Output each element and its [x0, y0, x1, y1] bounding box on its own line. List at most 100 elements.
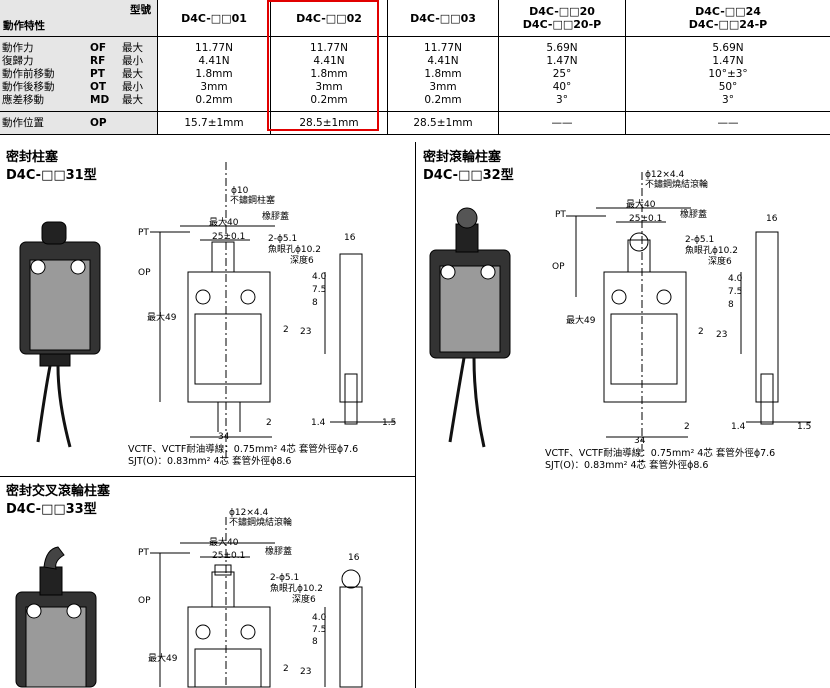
section-title-33: 密封交叉滾輪柱塞 [6, 484, 111, 499]
foot-label: 動作位置 OP [0, 111, 158, 135]
col-header-20: D4C-□□20 D4C-□□20-P [498, 0, 626, 37]
d16-33: 16 [348, 553, 360, 563]
op-33: OP [138, 596, 151, 606]
hole3-33: 深度6 [292, 595, 316, 605]
max49-31: 最大49 [147, 313, 177, 323]
rod-dim-31: ϕ10 [231, 186, 249, 196]
row-code: RF [90, 54, 106, 67]
d2-32: 2 [684, 422, 690, 432]
section-title-32: 密封滾輪柱塞 [423, 150, 502, 165]
values-02: 11.77N 4.41N 1.8mm 3mm 0.2mm [270, 36, 388, 112]
values-24: 5.69N 1.47N 10°±3° 50° 3° [625, 36, 830, 112]
section-model-33: D4C-□□33型 [6, 502, 97, 517]
roll-material-32: 不鏽鋼燒結滾輪 [645, 180, 709, 190]
row-name: 復歸力 [2, 54, 34, 67]
row-name: 動作前移動 [2, 67, 55, 80]
v23-31: 23 [300, 327, 312, 337]
row-limit: 最小 [122, 54, 143, 67]
row-name: 應差移動 [2, 93, 44, 106]
hole1-31: 2-ϕ5.1 [268, 234, 298, 244]
v23-32: 23 [716, 330, 728, 340]
row-limit: 最小 [122, 80, 143, 93]
v40-32: 4.0 [728, 274, 743, 284]
v75-33: 7.5 [312, 625, 327, 635]
section-model-32: D4C-□□32型 [423, 168, 514, 183]
d34-32: 34 [634, 436, 646, 446]
row-code: OF [90, 41, 107, 54]
row-code: OP [90, 116, 107, 129]
op-03: 28.5±1mm [387, 111, 499, 135]
section-title-31: 密封柱塞 [6, 150, 59, 165]
row-code: MD [90, 93, 110, 106]
pt-31: PT [138, 228, 149, 238]
hole3-31: 深度6 [290, 256, 314, 266]
rubber-31: 橡膠蓋 [262, 212, 290, 222]
values-20: 5.69N 1.47N 25° 40° 3° [498, 36, 626, 112]
d2-31: 2 [266, 418, 272, 428]
rod-material-31: 不鏽鋼柱塞 [230, 196, 276, 206]
v75-31: 7.5 [312, 285, 327, 295]
pt-33: PT [138, 548, 149, 558]
v2-32: 2 [698, 327, 704, 337]
v2-31: 2 [283, 325, 289, 335]
d14-31: 1.4 [311, 418, 326, 428]
hole3-32: 深度6 [708, 257, 732, 267]
v40-31: 4.0 [312, 272, 327, 282]
roll-dim-32: ϕ12×4.4 [645, 170, 685, 180]
max40-33: 最大40 [209, 538, 239, 548]
highlight-box [267, 0, 379, 131]
d15-31: 1.5 [382, 418, 397, 428]
v23-33: 23 [300, 667, 312, 677]
section-model-31: D4C-□□31型 [6, 168, 97, 183]
d16-31: 16 [344, 233, 356, 243]
v40-33: 4.0 [312, 613, 327, 623]
d25-33: 25±0.1 [212, 551, 246, 561]
d15-32: 1.5 [797, 422, 812, 432]
type-label: 型號 [130, 4, 151, 16]
op-20: —— [498, 111, 626, 135]
roll-material-33: 不鏽鋼燒結滾輪 [229, 518, 293, 528]
cable-note-31-l1: VCTF、VCTF耐油導線：0.75mm² 4芯 套管外徑ϕ7.6 [128, 444, 359, 455]
hole2-32: 魚眼孔ϕ10.2 [685, 246, 738, 256]
v2-33: 2 [283, 664, 289, 674]
col-header-03: D4C-□□03 [387, 0, 499, 37]
d34-31: 34 [218, 432, 230, 442]
col-header-01: D4C-□□01 [157, 0, 271, 37]
d14-32: 1.4 [731, 422, 746, 432]
v8-31: 8 [312, 298, 318, 308]
cable-note-32-l1: VCTF、VCTF耐油導線：0.75mm² 4芯 套管外徑ϕ7.6 [545, 448, 776, 459]
switch-photo-33 [15, 546, 97, 688]
max49-33: 最大49 [148, 654, 178, 664]
op-32: OP [552, 262, 565, 272]
pt-32: PT [555, 210, 566, 220]
spec-header-label: 型號 動作特性 [0, 0, 158, 37]
cable-note-31-l2: SJT(O)：0.83mm² 4芯 套管外徑ϕ8.6 [128, 456, 292, 467]
op-01: 15.7±1mm [157, 111, 271, 135]
row-name: 動作位置 [2, 116, 44, 129]
row-limit: 最大 [122, 93, 143, 106]
row-name: 動作後移動 [2, 80, 55, 93]
cable-note-32-l2: SJT(O)：0.83mm² 4芯 套管外徑ϕ8.6 [545, 460, 709, 471]
col-header-02: D4C-□□02 [270, 0, 388, 37]
max40-32: 最大40 [626, 200, 656, 210]
v8-33: 8 [312, 637, 318, 647]
drawing-33 [15, 517, 363, 688]
drawing-32 [429, 172, 811, 462]
row-limit: 最大 [122, 67, 143, 80]
horizontal-divider [0, 476, 415, 477]
max40-31: 最大40 [209, 218, 239, 228]
row-code: OT [90, 80, 107, 93]
col-header-24: D4C-□□24 D4C-□□24-P [625, 0, 830, 37]
switch-photo-31 [19, 221, 101, 448]
vertical-divider [415, 142, 416, 688]
spec-header-row: 型號 動作特性 D4C-□□01 D4C-□□02 D4C-□□03 D4C-□… [0, 0, 830, 37]
d25-31: 25±0.1 [212, 232, 246, 242]
d16-32: 16 [766, 214, 778, 224]
rubber-33: 橡膠蓋 [265, 547, 293, 557]
hole2-31: 魚眼孔ϕ10.2 [268, 245, 321, 255]
row-code: PT [90, 67, 105, 80]
op-31: OP [138, 268, 151, 278]
v75-32: 7.5 [728, 287, 743, 297]
